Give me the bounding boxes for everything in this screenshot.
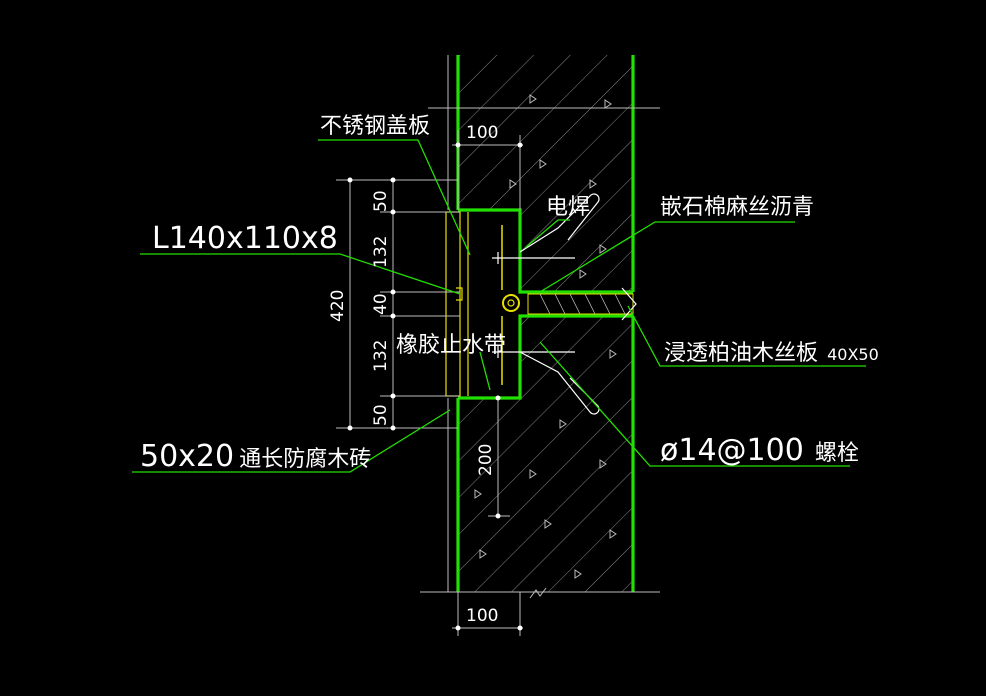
outer-lines <box>420 55 660 599</box>
dim-50-top: 50 <box>371 190 391 212</box>
label-rubber-waterstop: 橡胶止水带 <box>396 333 506 358</box>
label-asbestos: 嵌石棉麻丝沥青 <box>660 195 814 220</box>
leader-lines <box>132 139 866 473</box>
label-stainless-cover: 不锈钢盖板 <box>320 114 430 139</box>
dimension-lines-horizontal <box>452 130 523 636</box>
label-weld: 电焊 <box>546 195 590 220</box>
dim-50-bottom: 50 <box>371 404 391 426</box>
dim-132-top: 132 <box>371 236 391 268</box>
bolt-text: 螺栓 <box>815 441 859 466</box>
dim-200: 200 <box>476 444 496 476</box>
rubber-waterstop <box>501 225 520 385</box>
stainless-cover-plate <box>445 211 469 397</box>
dim-top-width: 100 <box>466 123 498 143</box>
wood-brick-text: 通长防腐木砖 <box>239 447 371 472</box>
label-angle-steel: L140x110x8 <box>152 221 338 256</box>
angle-steel <box>456 287 463 301</box>
cypress-board-text: 浸透柏油木丝板 <box>664 341 818 366</box>
joint-filler <box>527 287 637 321</box>
anchor-bars <box>492 193 600 415</box>
concrete-hatch-top <box>458 55 633 292</box>
dim-total: 420 <box>328 290 348 322</box>
dim-bottom-width: 100 <box>466 606 498 626</box>
dimension-lines-left <box>336 177 460 431</box>
cypress-board-size: 40X50 <box>827 345 879 364</box>
dim-132-bottom: 132 <box>371 340 391 372</box>
bolt-spec: ø14@100 <box>660 433 804 468</box>
wall-outline <box>456 55 635 592</box>
label-wood-brick: 50x20 通长防腐木砖 <box>140 439 371 474</box>
label-cypress-board: 浸透柏油木丝板 40X50 <box>664 341 879 366</box>
dim-40: 40 <box>371 293 391 315</box>
wood-brick-size: 50x20 <box>140 439 234 474</box>
aggregate-marks <box>474 94 617 579</box>
label-bolt: ø14@100 螺栓 <box>660 433 859 468</box>
